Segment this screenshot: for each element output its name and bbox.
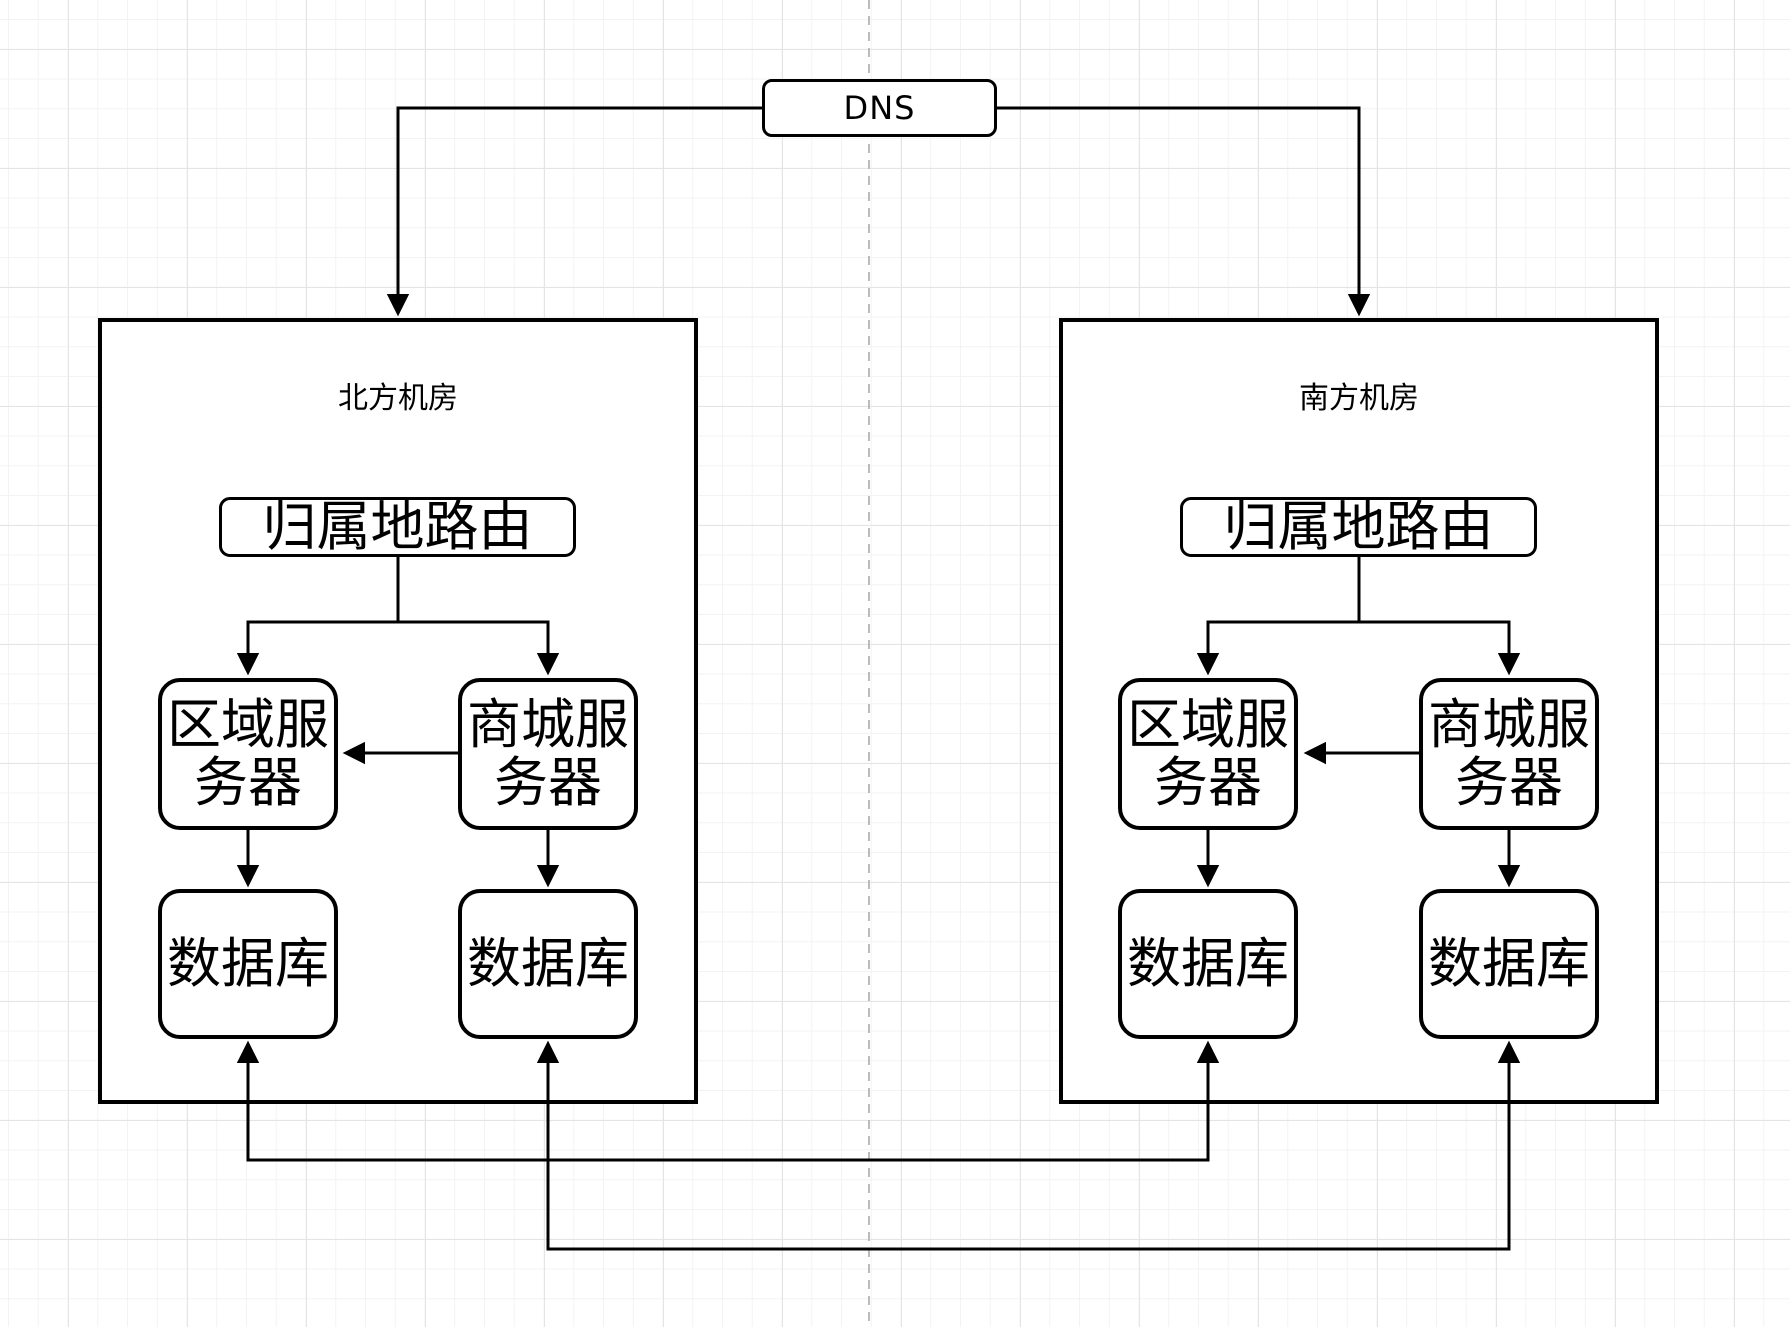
north-mall-db-node[interactable]: 数据库 [458, 889, 638, 1039]
north-regional-db-node[interactable]: 数据库 [158, 889, 338, 1039]
edge-regional-db-sync [236, 1040, 1220, 1162]
edge-mall-db-sync [536, 1040, 1521, 1251]
north-mall-server-node[interactable]: 商城服 务器 [458, 678, 638, 830]
south-router-node[interactable]: 归属地路由 [1180, 497, 1537, 557]
edge-north-router-split [246, 557, 550, 624]
south-datacenter-label: 南方机房 [1299, 381, 1419, 416]
south-regional-db-node[interactable]: 数据库 [1118, 889, 1298, 1039]
south-mall-db-node[interactable]: 数据库 [1419, 889, 1599, 1039]
page-divider-dashed-line [868, 0, 870, 1327]
south-regional-server-node[interactable]: 区域服 务器 [1118, 678, 1298, 830]
edge-dns-to-north [386, 106, 762, 317]
edge-dns-to-south [997, 106, 1371, 317]
edge-south-router-split [1206, 557, 1511, 624]
south-mall-server-node[interactable]: 商城服 务器 [1419, 678, 1599, 830]
north-regional-server-node[interactable]: 区域服 务器 [158, 678, 338, 830]
dns-node[interactable]: DNS [762, 79, 997, 137]
north-router-node[interactable]: 归属地路由 [219, 497, 576, 557]
north-datacenter-label: 北方机房 [338, 381, 458, 416]
